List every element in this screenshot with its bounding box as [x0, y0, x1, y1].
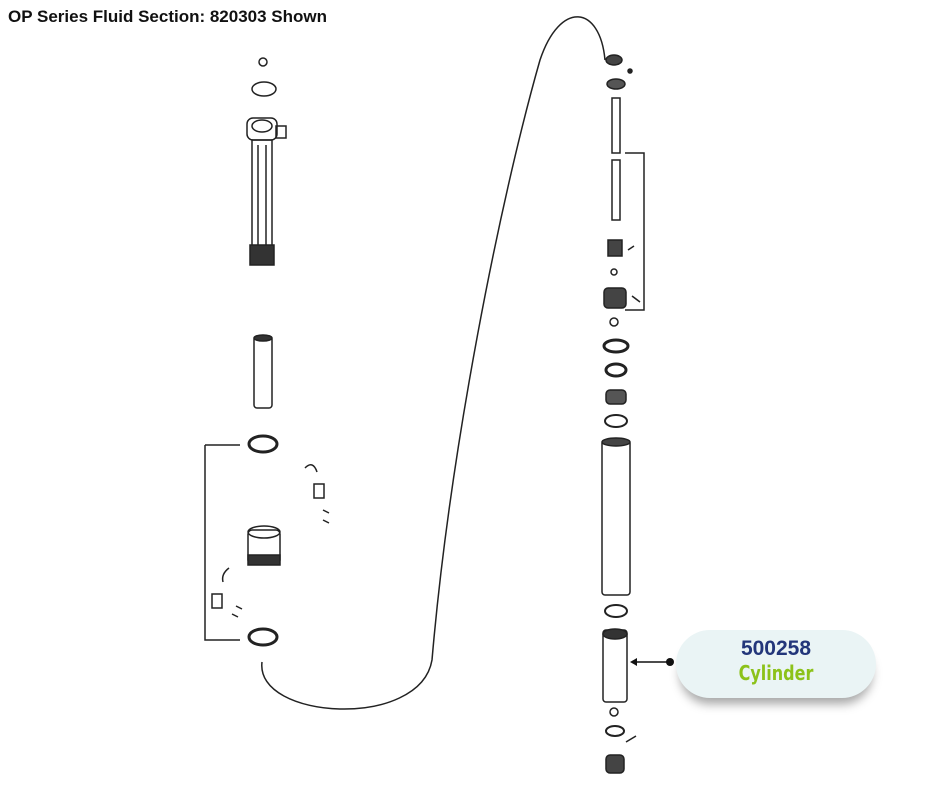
- part-name: Cylinder: [738, 661, 814, 685]
- leader-dot: [666, 658, 674, 666]
- part-callout: 500258 Cylinder: [676, 630, 876, 698]
- cylinder-500258: [602, 629, 628, 703]
- part-number: 500258: [740, 637, 812, 660]
- connector-curve: [261, 16, 606, 710]
- arrowhead-icon: [630, 658, 637, 666]
- tube: [253, 335, 273, 409]
- long-cylinder: [601, 439, 631, 596]
- outlet-housing: [246, 117, 278, 141]
- left-parts: [204, 57, 330, 647]
- right-parts: [601, 54, 645, 774]
- page-title: OP Series Fluid Section: 820303 Shown: [8, 7, 328, 26]
